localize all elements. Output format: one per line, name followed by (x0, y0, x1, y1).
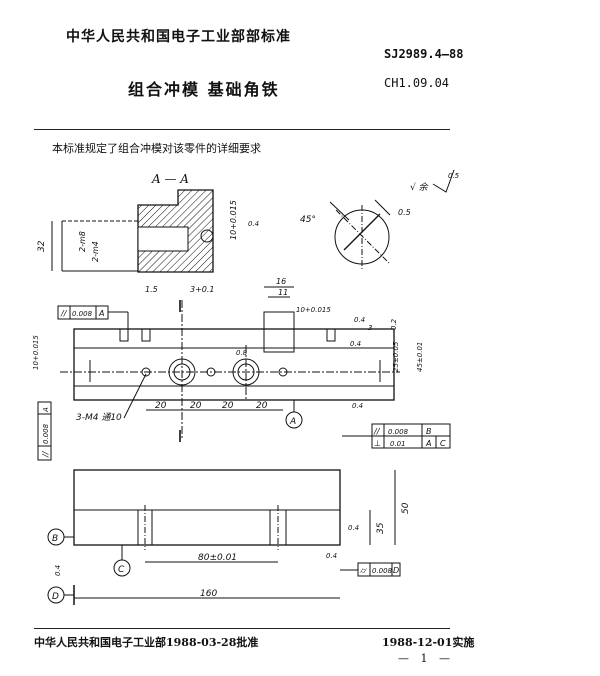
roughness-04-c: 0.4 (350, 340, 361, 348)
bottom-view: 50 35 0.4 B C 80±0.01 0.4 ⌭ 0.008 D 0.4 … (47, 469, 411, 605)
angle-45: 45° (300, 215, 316, 225)
dim-20-c: 20 (222, 401, 234, 411)
dim-2m4: 2-m4 (91, 241, 100, 262)
dim-10-2: 10+0.015 (296, 306, 331, 314)
standard-number: SJ2989.4—88 (384, 47, 464, 61)
detail-circle: 45° 0.5 √ 余 0.5 (300, 169, 460, 270)
intro-text: 本标准规定了组合冲模对该零件的详细要求 (52, 142, 261, 155)
roughness-small: 0.5 (448, 172, 460, 180)
svg-text://: // (373, 427, 381, 436)
dim-45: 45±0.01 (416, 342, 424, 372)
dim-3b: 0.2 (390, 318, 398, 330)
dim-160: 160 (200, 589, 217, 599)
front-view: // 0.008 A 0.8 20 20 20 20 3-M4 通10 A 0.… (32, 277, 424, 442)
roughness-04-f: 0.4 (326, 552, 337, 560)
roughness-04-g: 0.4 (54, 565, 62, 576)
datum-a-circle: A (289, 417, 296, 427)
document-title: 组合冲模 基础角铁 (128, 80, 280, 99)
dim-2m8: 2-m8 (78, 231, 87, 252)
tol-perp: 0.01 (390, 440, 406, 448)
roughness-04-e: 0.4 (348, 524, 359, 532)
svg-text://: // (41, 450, 50, 458)
part-code: CH1.09.04 (384, 76, 450, 90)
dim-20-d: 20 (256, 401, 268, 411)
dim-16: 16 (276, 277, 286, 286)
tol-perp-d1: A (425, 439, 431, 448)
left-tolerance: 0.008 (42, 423, 50, 444)
datum-b: B (52, 534, 58, 544)
left-tolerance-frame: A 0.008 // (37, 401, 52, 461)
dim-3-top: 3+0.1 (190, 285, 215, 294)
dim-50: 50 (401, 502, 411, 514)
tol-perp-d2: C (440, 439, 446, 448)
dim-1-5: 1.5 (145, 285, 158, 294)
flat-tolerance: 0.008 (72, 310, 93, 318)
dim-11: 11 (278, 288, 288, 297)
roughness-04-d: 0.4 (352, 402, 363, 410)
tol-parallel: 0.008 (388, 428, 409, 436)
header-rule (34, 129, 450, 130)
m4-hole-label: 3-M4 通10 (76, 412, 122, 423)
datum-a-ref: A (98, 309, 104, 318)
dim-20-a: 20 (155, 401, 167, 411)
roughness-main: √ 余 (410, 182, 429, 193)
dim-3: 3 (368, 324, 372, 332)
tol-parallel-datum: B (426, 427, 432, 436)
effective-date: 1988-12-01实施 (382, 636, 475, 649)
dim-25: 25±0.05 (392, 341, 400, 372)
datum-c: C (118, 565, 125, 575)
section-label: A — A (152, 172, 189, 186)
approval-line: 中华人民共和国电子工业部1988-03-28批准 (34, 636, 259, 649)
dim-32: 32 (37, 240, 47, 252)
right-tolerance-frames: // 0.008 B ⊥ 0.01 A C (342, 423, 451, 449)
left-datum: A (42, 407, 50, 413)
datum-d: D (52, 592, 59, 602)
roughness-04: 0.4 (248, 220, 259, 228)
roughness-08: 0.8 (236, 349, 248, 357)
dim-80: 80±0.01 (198, 553, 237, 563)
dim-10-left: 10+0.015 (32, 335, 40, 370)
tol-flat-b-datum: D (393, 566, 399, 575)
svg-text://: // (60, 309, 68, 318)
svg-text:⊥: ⊥ (374, 439, 381, 448)
section-view: 32 2-m8 2-m4 1.5 3+0.1 10+0.015 0.4 (37, 189, 259, 294)
chamfer-05: 0.5 (398, 208, 411, 217)
svg-text:⌭: ⌭ (360, 566, 367, 575)
roughness-04-b: 0.4 (354, 316, 365, 324)
footer-rule (34, 628, 450, 629)
issuing-authority: 中华人民共和国电子工业部部标准 (66, 29, 291, 45)
dim-20-b: 20 (190, 401, 202, 411)
dim-10-tol: 10+0.015 (229, 200, 238, 240)
tol-flat-b: 0.008 (372, 567, 393, 575)
dim-35: 35 (376, 522, 386, 534)
page-number: — 1 — (398, 652, 454, 665)
